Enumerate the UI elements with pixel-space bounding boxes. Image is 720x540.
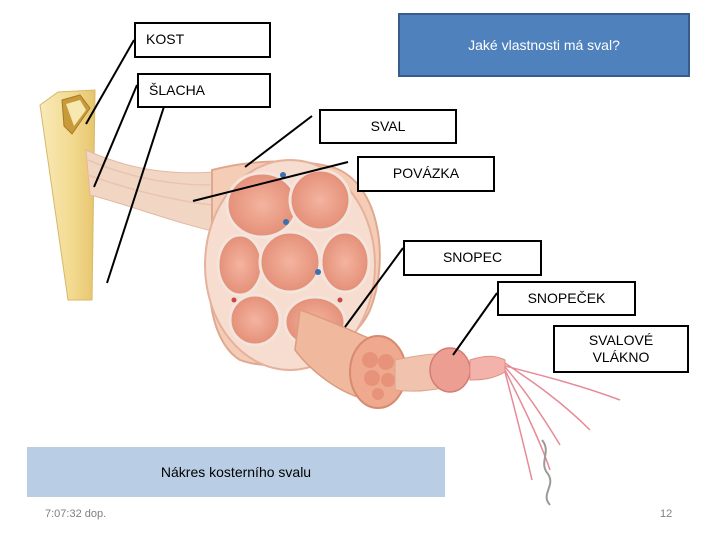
- label-sval-text: SVAL: [370, 117, 406, 134]
- bone-illustration: [39, 89, 96, 301]
- muscle-illustration: [85, 149, 381, 371]
- label-snopec: SNOPEC: [403, 240, 542, 276]
- label-snopecek: SNOPEČEK: [497, 281, 636, 316]
- label-slacha-text: ŠLACHA: [149, 81, 206, 98]
- muscle-fiber: [394, 347, 506, 393]
- label-svalove-vlakno-line2: VLÁKNO: [592, 349, 650, 365]
- label-svalove-vlakno-line1: SVALOVÉ: [588, 331, 654, 348]
- label-svalove-vlakno: SVALOVÉ VLÁKNO: [553, 325, 689, 373]
- leader-lines: [85, 39, 498, 356]
- caption-box: Nákres kosterního svalu: [27, 447, 445, 497]
- myofibril-strands: [504, 362, 621, 506]
- label-snopec-text: SNOPEC: [442, 249, 503, 266]
- label-kost-text: KOST: [146, 31, 185, 48]
- label-povazka: POVÁZKA: [357, 156, 495, 192]
- question-box: Jaké vlastnosti má sval?: [398, 13, 690, 77]
- label-snopecek-text: SNOPEČEK: [527, 289, 606, 306]
- slide-time: 7:07:32 dop.: [45, 508, 107, 520]
- slide-number: 12: [660, 508, 673, 520]
- label-slacha: ŠLACHA: [137, 73, 271, 108]
- label-kost: KOST: [134, 22, 271, 58]
- question-text: Jaké vlastnosti má sval?: [468, 37, 620, 53]
- label-povazka-text: POVÁZKA: [392, 165, 460, 182]
- label-sval: SVAL: [319, 109, 457, 144]
- caption-text: Nákres kosterního svalu: [160, 464, 312, 480]
- fascicle-cross-section: [294, 308, 407, 409]
